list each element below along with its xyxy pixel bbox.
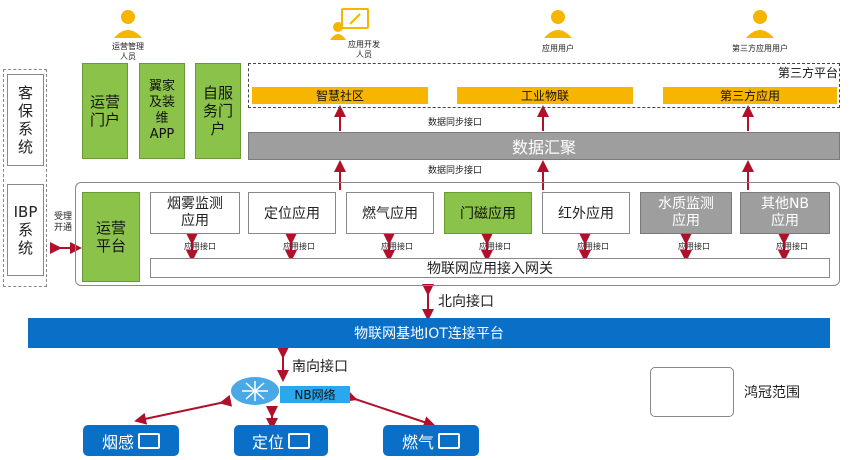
ibp-system: IBP 系统 [7,184,44,276]
app-location: 定位应用 [248,192,336,234]
third-party-platform-title: 第三方平台 [778,66,839,80]
self-service-portal: 自服 务门 户 [195,63,241,159]
app-other-nb: 其他NB 应用 [740,192,830,234]
device-gas: 燃气 [383,425,479,456]
data-sync-label-bottom: 数据同步接口 [427,165,482,176]
data-sync-label-top: 数据同步接口 [427,117,482,128]
data-aggregation: 数据汇聚 [248,132,840,160]
kebao-system: 客保 系统 [7,74,44,166]
accept-open-label: 受理 开通 [54,212,73,233]
legend-swatch [650,367,734,417]
nb-network-icon [230,373,280,409]
persona-dev-label: 应用开发 人员 [348,40,380,59]
iot-connection-platform: 物联网基地IOT连接平台 [28,318,830,348]
arrow-nb-to-smoke [134,394,233,425]
ops-portal: 运营 门户 [82,63,128,159]
industrial-iot: 工业物联 [457,87,633,104]
app-gas: 燃气应用 [346,192,434,234]
smart-community: 智慧社区 [252,87,428,104]
south-interface-label: 南向接口 [292,359,348,375]
persona-ops-label: 运营管理 人员 [112,42,144,61]
device-location: 定位 [234,425,328,456]
device-gas-label: 燃气 [401,432,434,452]
app-interface-label: 应用接口 [479,242,511,251]
left-systems-boundary [3,69,47,287]
app-interface-label: 应用接口 [381,242,413,251]
app-interface-arrows [186,233,790,262]
yijia-app: 翼家 及装 维 APP [139,63,185,159]
persona-user-label: 应用用户 [542,43,574,53]
app-door-magnet: 门磁应用 [444,192,532,234]
app-interface-label: 应用接口 [283,242,315,251]
iot-app-gateway: 物联网应用接入网关 [150,258,830,278]
chip-icon [288,432,310,449]
device-smoke-label: 烟感 [101,432,134,452]
hongguan-application-area [75,182,840,286]
app-smoke-monitor: 烟雾监测 应用 [150,192,240,234]
app-infrared: 红外应用 [542,192,630,234]
app-interface-label: 应用接口 [184,242,216,251]
chip-icon [438,432,460,449]
arrow-nb-to-gas [344,390,436,428]
north-interface-label: 北向接口 [438,294,494,310]
app-interface-label: 应用接口 [577,242,609,251]
third-party-platform [248,63,840,108]
persona-thirdparty-label: 第三方应用用户 [732,43,788,53]
device-location-label: 定位 [251,432,284,452]
app-water-quality: 水质监测 应用 [640,192,732,234]
legend-label: 鸿冠范围 [744,385,800,401]
app-interface-label: 应用接口 [678,242,710,251]
chip-icon [138,432,160,449]
device-smoke: 烟感 [83,425,179,456]
app-interface-label: 应用接口 [776,242,808,251]
third-party-app: 第三方应用 [663,87,837,104]
nb-network-label: NB网络 [280,386,350,403]
ops-platform: 运营 平台 [82,192,140,282]
